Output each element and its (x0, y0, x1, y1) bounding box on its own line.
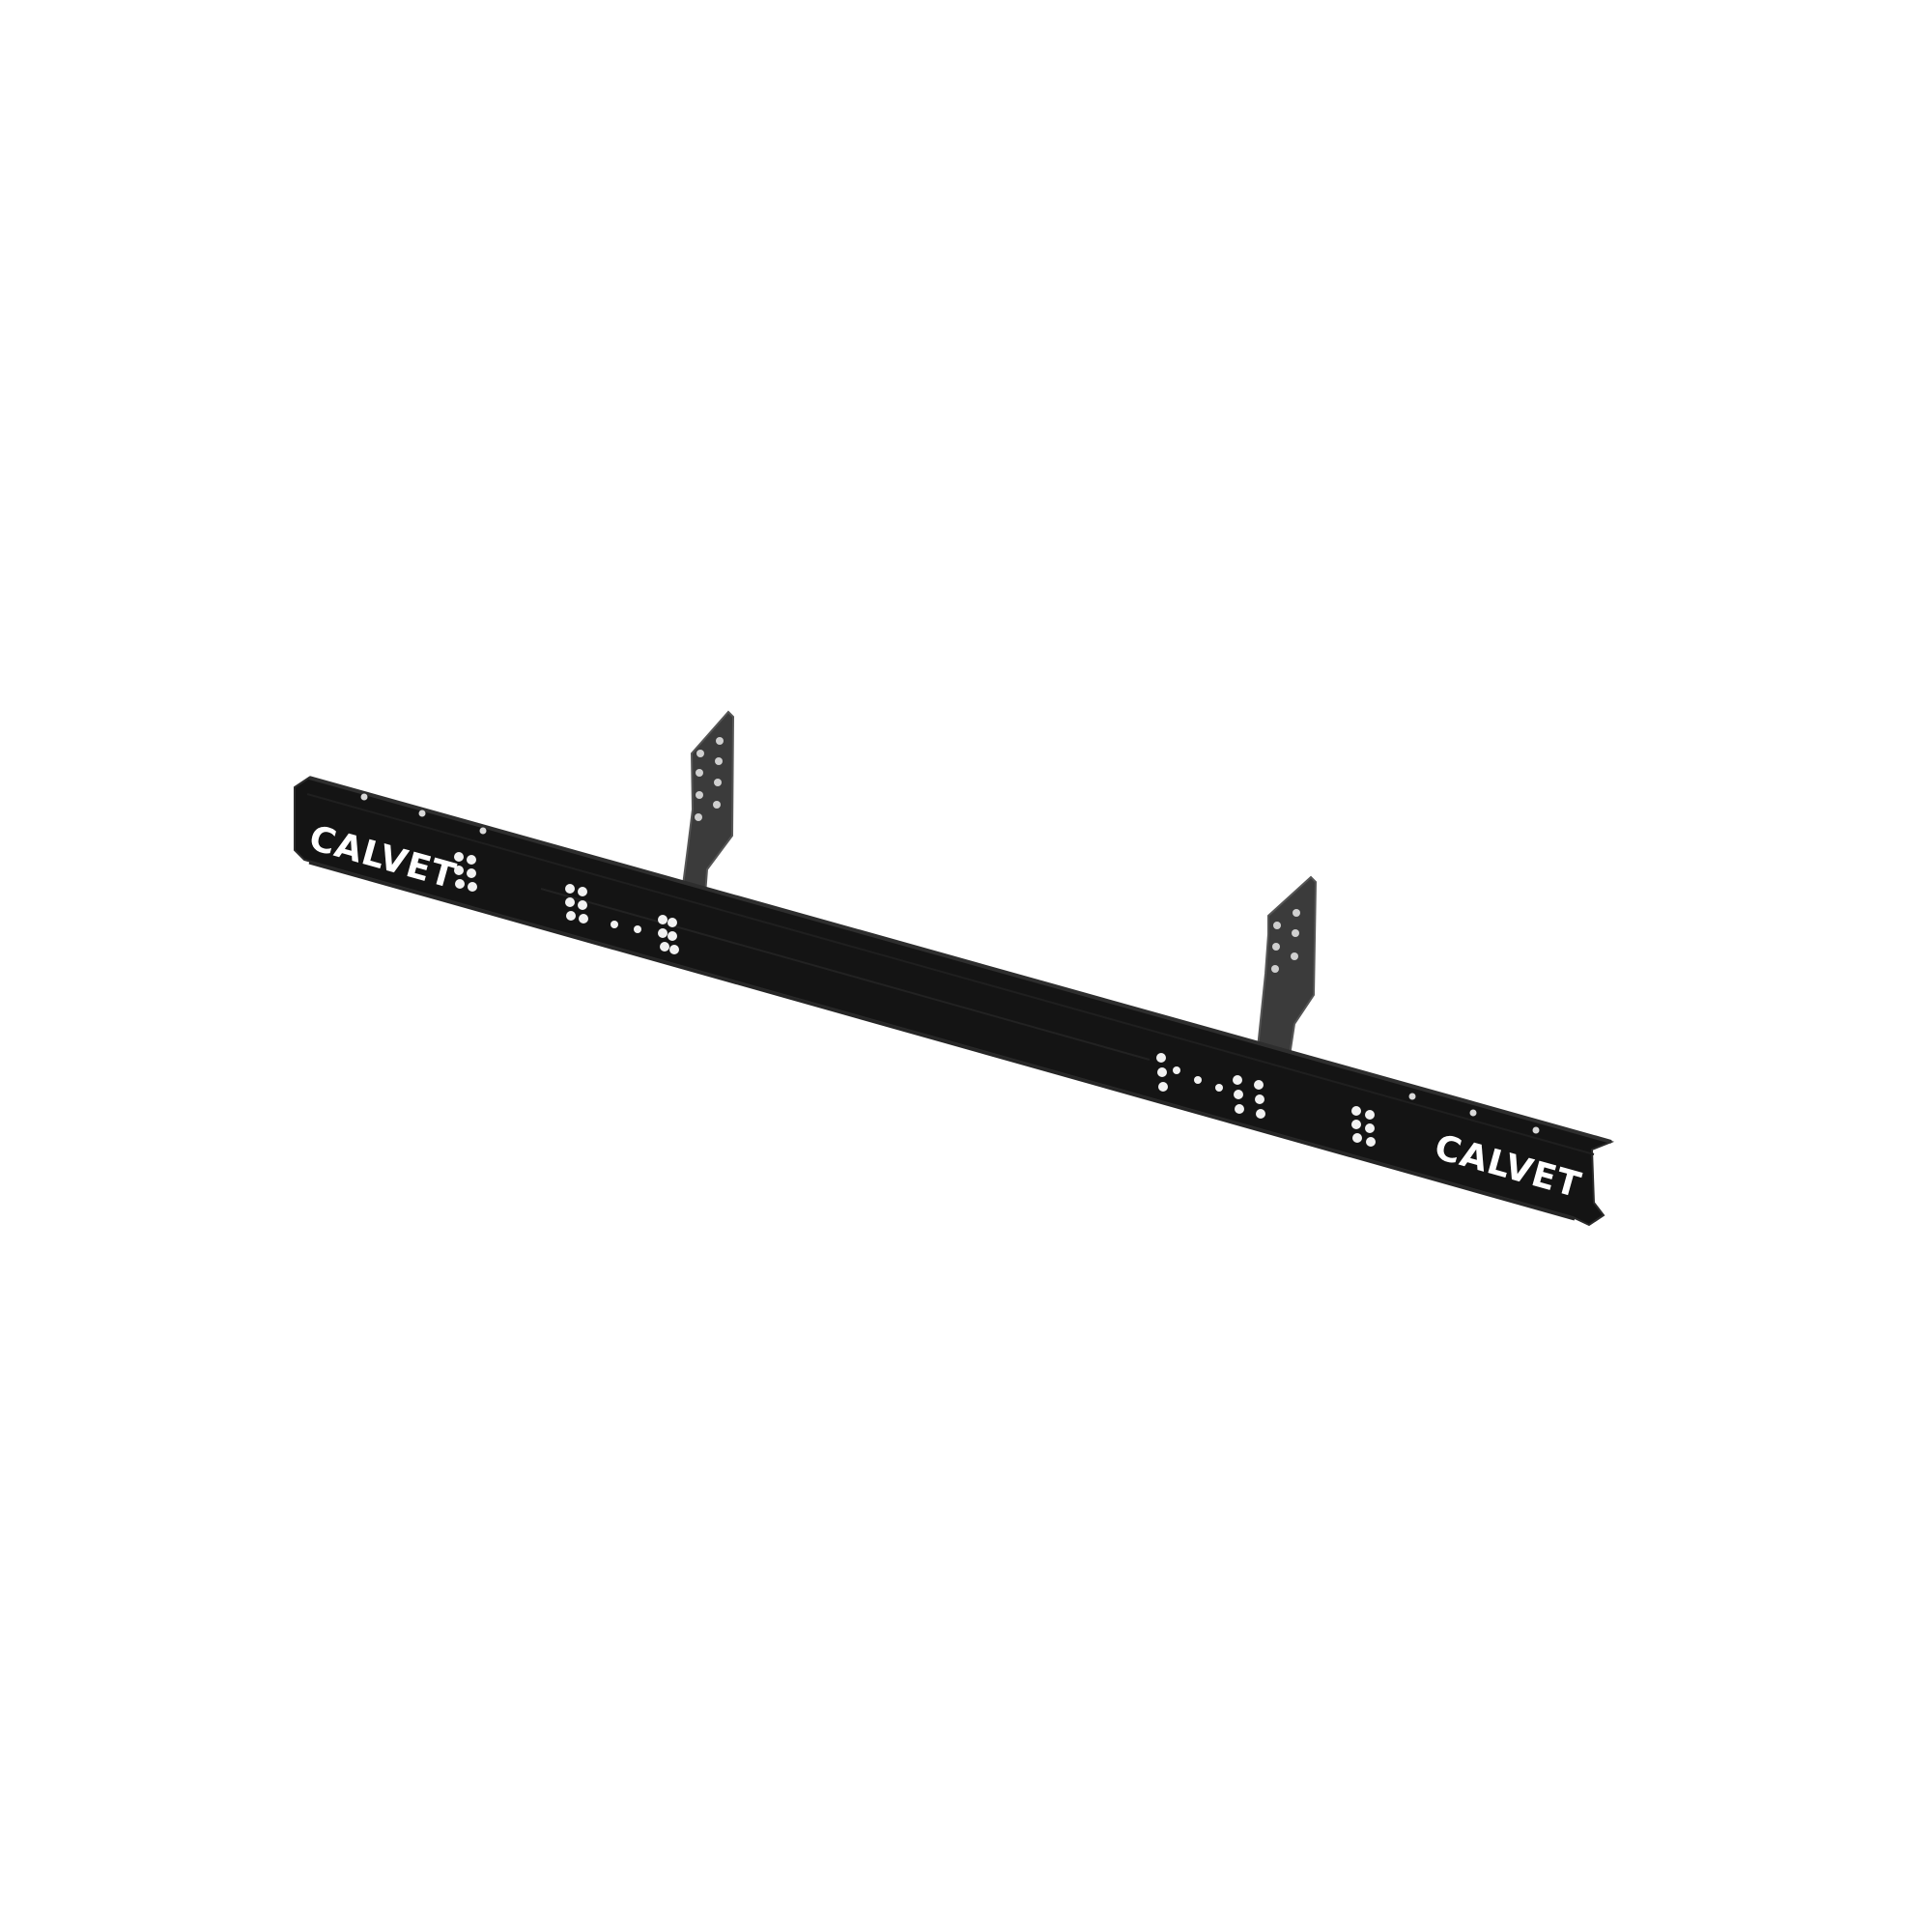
bolt-holes-left (454, 852, 679, 954)
bolt-holes-right (1156, 1053, 1376, 1147)
steel-beam: CALVET CALVET (294, 776, 1615, 1227)
mounting-bracket-right (1256, 875, 1318, 1058)
flange-holes (360, 793, 1540, 1134)
